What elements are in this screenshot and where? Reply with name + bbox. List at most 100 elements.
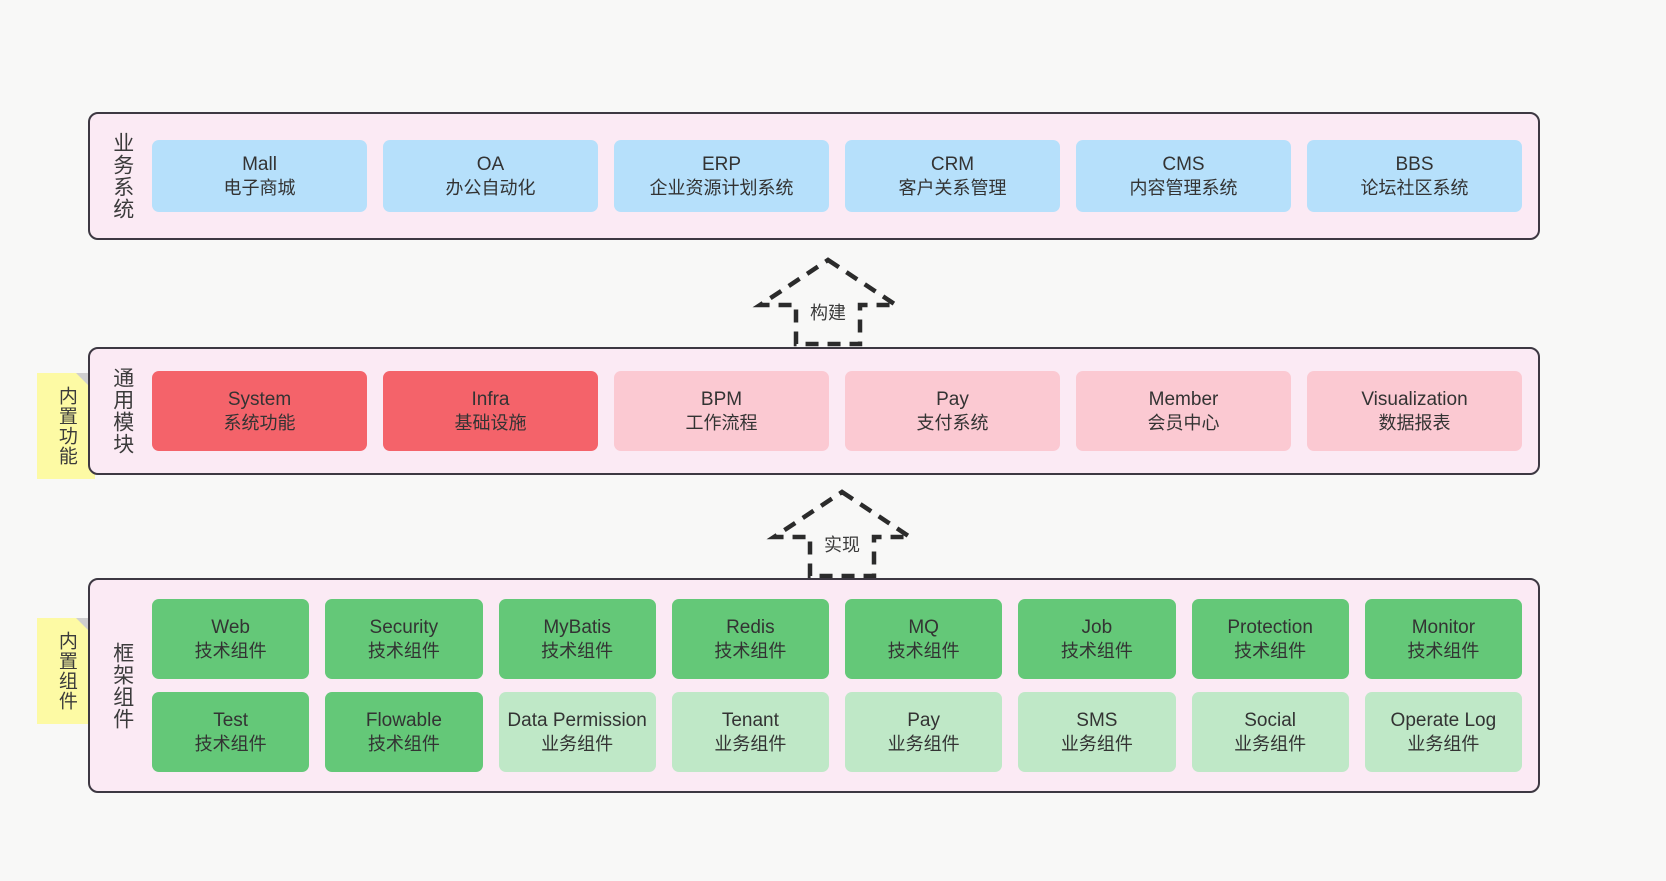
card-bbs-subtitle: 论坛社区系统: [1360, 177, 1469, 198]
card-pay-module-title: Pay: [936, 388, 969, 410]
layer-title-modules: 通用模块: [110, 367, 134, 455]
card-pay-module-subtitle: 支付系统: [916, 412, 989, 433]
card-member-title: Member: [1148, 388, 1219, 410]
card-system[interactable]: System 系统功能: [152, 371, 367, 451]
card-security[interactable]: Security 技术组件: [325, 599, 483, 679]
card-member-subtitle: 会员中心: [1147, 412, 1220, 433]
card-social-subtitle: 业务组件: [1234, 733, 1307, 754]
card-data-permission-title: Data Permission: [507, 709, 647, 731]
card-pay-module[interactable]: Pay 支付系统: [845, 371, 1060, 451]
card-oa[interactable]: OA 办公自动化: [383, 140, 598, 212]
card-web-subtitle: 技术组件: [194, 640, 267, 661]
note-builtin-features-label: 内置功能: [55, 386, 77, 466]
framework-card-grid: Web 技术组件 Security 技术组件 MyBatis 技术组件 Redi…: [142, 580, 1538, 791]
card-redis-title: Redis: [726, 616, 775, 638]
card-test[interactable]: Test 技术组件: [152, 692, 310, 772]
arrow-build: 构建: [752, 257, 904, 347]
card-data-permission[interactable]: Data Permission 业务组件: [498, 692, 656, 772]
card-data-permission-subtitle: 业务组件: [541, 733, 614, 754]
card-cms-title: CMS: [1162, 153, 1205, 175]
card-mybatis-title: MyBatis: [543, 616, 611, 638]
framework-card-row-tech: Web 技术组件 Security 技术组件 MyBatis 技术组件 Redi…: [152, 599, 1522, 679]
card-protection-subtitle: 技术组件: [1234, 640, 1307, 661]
card-cms-subtitle: 内容管理系统: [1129, 177, 1238, 198]
card-system-title: System: [227, 388, 292, 410]
card-pay-component-subtitle: 业务组件: [887, 733, 960, 754]
card-operate-log[interactable]: Operate Log 业务组件: [1364, 692, 1522, 772]
card-mall[interactable]: Mall 电子商城: [152, 140, 367, 212]
business-card-grid: Mall 电子商城 OA 办公自动化 ERP 企业资源计划系统 CRM 客户关系…: [142, 114, 1538, 238]
card-monitor[interactable]: Monitor 技术组件: [1364, 599, 1522, 679]
card-protection[interactable]: Protection 技术组件: [1191, 599, 1349, 679]
card-bbs[interactable]: BBS 论坛社区系统: [1307, 140, 1522, 212]
card-security-title: Security: [369, 616, 439, 638]
arrow-implement-shape: [766, 489, 918, 579]
card-mq[interactable]: MQ 技术组件: [845, 599, 1003, 679]
layer-title-framework: 框架组件: [110, 641, 134, 730]
card-protection-title: Protection: [1227, 616, 1313, 638]
card-monitor-title: Monitor: [1411, 616, 1476, 638]
card-visualization-subtitle: 数据报表: [1378, 412, 1451, 433]
card-sms-title: SMS: [1076, 709, 1118, 731]
card-infra[interactable]: Infra 基础设施: [383, 371, 598, 451]
card-bpm-title: BPM: [700, 388, 743, 410]
card-member[interactable]: Member 会员中心: [1076, 371, 1291, 451]
card-bpm-subtitle: 工作流程: [685, 412, 758, 433]
card-test-subtitle: 技术组件: [194, 733, 267, 754]
card-web[interactable]: Web 技术组件: [152, 599, 310, 679]
card-test-title: Test: [213, 709, 249, 731]
framework-card-row-business: Test 技术组件 Flowable 技术组件 Data Permission …: [152, 692, 1522, 772]
card-mybatis-subtitle: 技术组件: [541, 640, 614, 661]
card-redis[interactable]: Redis 技术组件: [671, 599, 829, 679]
card-mall-title: Mall: [242, 153, 277, 175]
card-flowable[interactable]: Flowable 技术组件: [325, 692, 483, 772]
card-flowable-subtitle: 技术组件: [367, 733, 440, 754]
card-infra-title: Infra: [471, 388, 510, 410]
card-oa-subtitle: 办公自动化: [445, 177, 536, 198]
card-sms[interactable]: SMS 业务组件: [1018, 692, 1176, 772]
layer-framework-components: 框架组件 Web 技术组件 Security 技术组件 MyBatis 技术组件…: [88, 578, 1540, 793]
card-job[interactable]: Job 技术组件: [1018, 599, 1176, 679]
card-social[interactable]: Social 业务组件: [1191, 692, 1349, 772]
card-cms[interactable]: CMS 内容管理系统: [1076, 140, 1291, 212]
card-flowable-title: Flowable: [365, 709, 442, 731]
note-builtin-components-label: 内置组件: [55, 631, 77, 711]
card-pay-component[interactable]: Pay 业务组件: [845, 692, 1003, 772]
card-tenant[interactable]: Tenant 业务组件: [671, 692, 829, 772]
modules-card-row: System 系统功能 Infra 基础设施 BPM 工作流程 Pay 支付系统…: [152, 371, 1522, 451]
card-crm-title: CRM: [930, 153, 975, 175]
layer-general-modules: 通用模块 System 系统功能 Infra 基础设施 BPM 工作流程 Pay…: [88, 347, 1540, 475]
card-job-title: Job: [1081, 616, 1113, 638]
card-job-subtitle: 技术组件: [1060, 640, 1133, 661]
card-erp-title: ERP: [701, 153, 742, 175]
arrow-implement: 实现: [766, 489, 918, 579]
layer-title-business: 业务系统: [110, 132, 134, 220]
card-pay-component-title: Pay: [907, 709, 940, 731]
arrow-implement-label: 实现: [824, 535, 860, 555]
card-erp[interactable]: ERP 企业资源计划系统: [614, 140, 829, 212]
card-crm-subtitle: 客户关系管理: [898, 177, 1007, 198]
card-bpm[interactable]: BPM 工作流程: [614, 371, 829, 451]
card-tenant-title: Tenant: [721, 709, 779, 731]
layer-business-systems: 业务系统 Mall 电子商城 OA 办公自动化 ERP 企业资源计划系统 CRM…: [88, 112, 1540, 240]
card-oa-title: OA: [476, 153, 505, 175]
card-visualization-title: Visualization: [1361, 388, 1468, 410]
card-mall-subtitle: 电子商城: [223, 177, 296, 198]
card-social-title: Social: [1244, 709, 1296, 731]
card-crm[interactable]: CRM 客户关系管理: [845, 140, 1060, 212]
card-operate-log-title: Operate Log: [1390, 709, 1497, 731]
card-operate-log-subtitle: 业务组件: [1407, 733, 1480, 754]
note-builtin-features: 内置功能: [37, 373, 95, 479]
arrow-build-shape: [752, 257, 904, 347]
card-bbs-title: BBS: [1395, 153, 1434, 175]
card-erp-subtitle: 企业资源计划系统: [649, 177, 794, 198]
card-redis-subtitle: 技术组件: [714, 640, 787, 661]
card-monitor-subtitle: 技术组件: [1407, 640, 1480, 661]
card-mq-subtitle: 技术组件: [887, 640, 960, 661]
card-mq-title: MQ: [908, 616, 939, 638]
card-system-subtitle: 系统功能: [223, 412, 296, 433]
card-visualization[interactable]: Visualization 数据报表: [1307, 371, 1522, 451]
card-mybatis[interactable]: MyBatis 技术组件: [498, 599, 656, 679]
arrow-build-label: 构建: [810, 303, 846, 323]
